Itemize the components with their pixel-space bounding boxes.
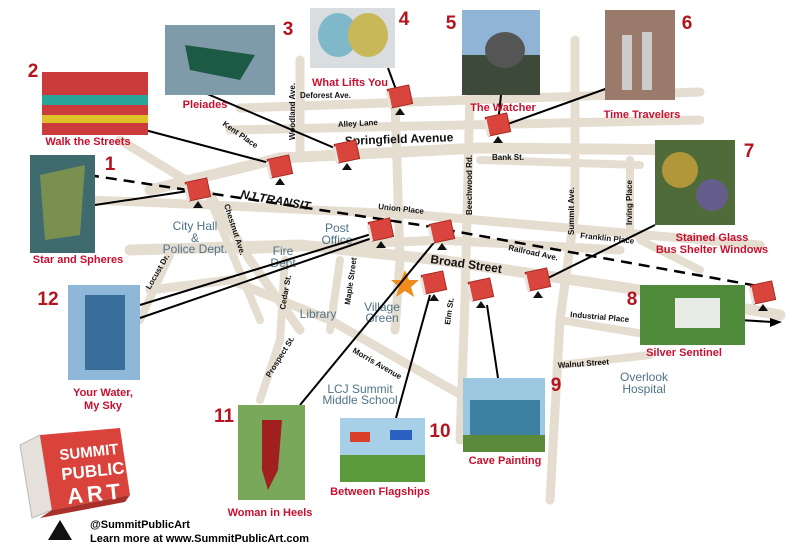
street-elm: Elm St.: [443, 297, 456, 325]
number-4: 4: [399, 9, 410, 30]
street-beechwood: Beechwood Rd.: [465, 155, 474, 215]
roads: [85, 35, 786, 505]
artwork-titles: Star and Spheres 1 Walk the Streets 2 Pl…: [28, 9, 768, 519]
svg-text:Middle School: Middle School: [322, 393, 397, 407]
social-handle: @SummitPublicArt: [90, 519, 190, 531]
number-10: 10: [429, 421, 450, 442]
title-8: Silver Sentinel: [646, 347, 722, 359]
svg-text:Office: Office: [321, 233, 352, 247]
number-3: 3: [283, 19, 294, 40]
arrow-right-icon: [770, 318, 782, 327]
street-springfield: Springfield Avenue: [345, 130, 454, 148]
svg-text:SUMMIT: SUMMIT: [59, 441, 120, 464]
title-5: The Watcher: [470, 102, 536, 114]
place-post-office: Post: [325, 221, 350, 235]
street-irving: Irving Place: [625, 180, 634, 225]
marker-4[interactable]: [385, 84, 414, 116]
street-alley: Alley Lane: [338, 118, 379, 129]
title-4: What Lifts You: [312, 77, 388, 89]
street-maple: Maple Street: [343, 257, 359, 306]
marker-triangle-icon: [48, 520, 72, 540]
artwork-photos[interactable]: [30, 8, 745, 500]
svg-text:Hospital: Hospital: [622, 382, 665, 396]
street-summit: Summit Ave.: [567, 187, 576, 235]
number-5: 5: [446, 13, 457, 34]
place-middle-school: LCJ Summit: [327, 382, 393, 396]
place-city-hall: City Hall: [173, 219, 218, 233]
svg-text:&: &: [191, 231, 199, 245]
svg-text:Bus Shelter Windows: Bus Shelter Windows: [656, 244, 768, 256]
number-6: 6: [682, 13, 693, 34]
street-woodland: Woodland Ave.: [288, 83, 297, 140]
svg-text:My Sky: My Sky: [84, 400, 123, 412]
street-kent: Kent Place: [221, 119, 260, 150]
place-fire-dept: Fire: [273, 244, 294, 258]
place-overlook-hospital: Overlook: [620, 370, 669, 384]
svg-text:ART: ART: [66, 478, 126, 509]
leader-lines: [94, 67, 656, 419]
title-12: Your Water,: [73, 387, 133, 399]
marker-3[interactable]: [332, 139, 361, 171]
number-11: 11: [214, 406, 235, 427]
title-11: Woman in Heels: [228, 507, 313, 519]
title-1: Star and Spheres: [33, 254, 123, 266]
street-deforest: Deforest Ave.: [300, 91, 351, 100]
photo-stained-glass[interactable]: [655, 140, 735, 225]
number-8: 8: [627, 289, 638, 310]
svg-text:Green: Green: [365, 311, 398, 325]
svg-text:Police Dept.: Police Dept.: [163, 242, 228, 256]
number-12: 12: [37, 289, 58, 310]
title-9: Cave Painting: [469, 455, 542, 467]
number-1: 1: [105, 154, 116, 175]
website-link[interactable]: Learn more at www.SummitPublicArt.com: [90, 533, 309, 545]
place-library: Library: [300, 307, 337, 321]
marker-9[interactable]: [466, 277, 495, 309]
title-2: Walk the Streets: [45, 136, 130, 148]
you-are-here-star-icon: [391, 270, 419, 297]
marker-2[interactable]: [265, 154, 294, 186]
title-6: Time Travelers: [604, 109, 681, 121]
street-walnut: Walnut Street: [558, 357, 610, 370]
title-10: Between Flagships: [330, 486, 430, 498]
title-7: Stained Glass: [676, 232, 749, 244]
marker-10[interactable]: [419, 270, 448, 302]
place-village-green: Village: [364, 300, 400, 314]
marker-7[interactable]: [523, 267, 552, 299]
street-bank: Bank St.: [492, 153, 524, 162]
number-9: 9: [551, 375, 562, 396]
summit-public-art-logo: SUMMIT PUBLIC ART: [19, 428, 130, 540]
photo-time-travelers[interactable]: [605, 10, 675, 100]
number-7: 7: [744, 141, 755, 162]
title-3: Pleiades: [183, 99, 228, 111]
number-2: 2: [28, 61, 39, 82]
marker-5[interactable]: [483, 112, 512, 144]
